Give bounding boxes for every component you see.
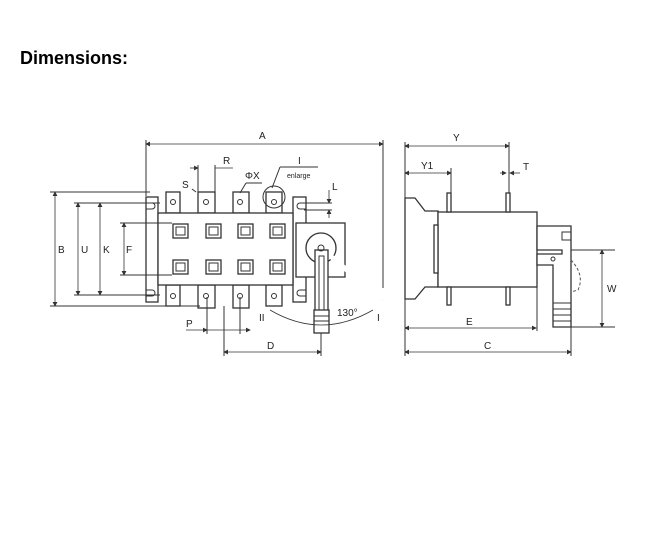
side-handle	[536, 225, 572, 328]
top-terminals	[165, 185, 286, 214]
label-B: B	[58, 245, 65, 256]
label-W: W	[607, 284, 617, 295]
label-C: C	[484, 341, 491, 352]
label-E: E	[466, 317, 473, 328]
label-angle: 130°	[337, 308, 358, 319]
left-end-plate	[145, 196, 159, 303]
front-flange	[404, 197, 439, 300]
section-title: Dimensions:	[20, 48, 129, 68]
label-II: II	[259, 313, 265, 324]
contact-windows	[172, 223, 286, 275]
side-body	[437, 211, 538, 288]
label-I: I	[377, 313, 380, 324]
label-F: F	[126, 245, 132, 256]
label-L: L	[332, 182, 338, 193]
label-P: P	[186, 319, 193, 330]
label-I-top: I	[298, 156, 301, 167]
label-R: R	[223, 156, 230, 167]
label-U: U	[81, 245, 88, 256]
side-view: Y Y1 T E C W	[404, 133, 617, 356]
label-enlarge: enlarge	[287, 173, 310, 180]
label-Y1: Y1	[421, 161, 434, 172]
handle-assembly	[269, 222, 384, 334]
label-S: S	[182, 180, 189, 191]
label-T: T	[523, 162, 529, 173]
rotation-arc	[269, 309, 374, 326]
label-phiX: ΦX	[245, 171, 260, 182]
front-view: A B U K F R S ΦX I enlarge L P D II I 13…	[50, 131, 384, 356]
label-Y: Y	[453, 133, 460, 144]
bottom-terminals	[165, 284, 283, 309]
label-K: K	[103, 245, 110, 256]
label-D: D	[267, 341, 274, 352]
label-A: A	[259, 131, 266, 142]
